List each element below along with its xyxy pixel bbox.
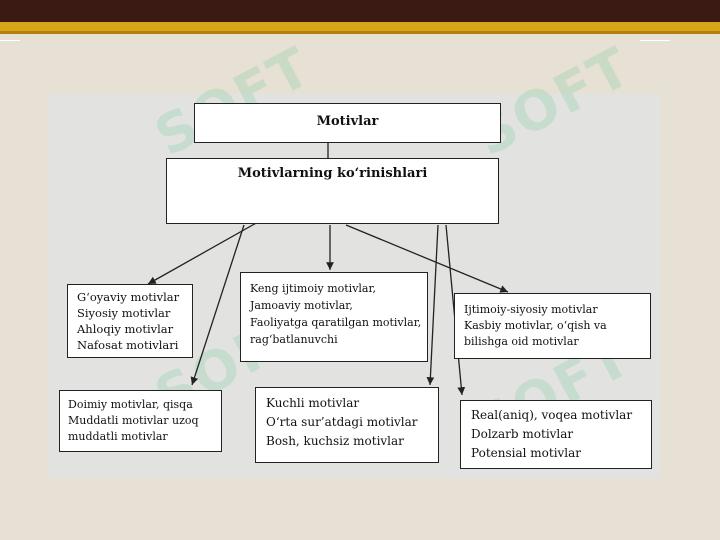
motive-group-strength: Kuchli motivlar O‘rta sur’atdagi motivla… [255, 387, 439, 463]
group-line: Potensial motivlar [471, 446, 582, 460]
motive-group-reality: Real(aniq), voqea motivlar Dolzarb motiv… [460, 400, 652, 469]
motive-group-ideological: G‘oyaviy motivlar Siyosiy motivlar Ahloq… [67, 284, 193, 358]
root-label: Motivlar [316, 114, 379, 129]
group-line: Faoliyatga qaratilgan motivlar, [250, 316, 422, 329]
group-line: Doimiy motivlar, qisqa [68, 398, 193, 411]
connector-to-group-4 [190, 224, 245, 386]
motive-group-duration: Doimiy motivlar, qisqa Muddatli motivlar… [59, 390, 222, 452]
decor-line-right [640, 40, 670, 41]
group-line: Jamoaviy motivlar, [250, 299, 353, 312]
group-line: Kasbiy motivlar, o‘qish va [464, 319, 607, 332]
connector-to-group-3 [345, 224, 509, 293]
slide-accent-stripe [0, 22, 720, 34]
connector-to-group-5 [426, 224, 439, 386]
group-line: Ijtimoiy-siyosiy motivlar [464, 303, 598, 316]
group-line: O‘rta sur’atdagi motivlar [266, 415, 418, 429]
group-line: Muddatli motivlar uzoq [68, 414, 199, 427]
group-line: bilishga oid motivlar [464, 335, 579, 348]
group-line: Ahloqiy motivlar [77, 322, 174, 336]
slide-top-bar [0, 0, 720, 22]
subtitle-node: Motivlarning ko‘rinishlari [166, 158, 499, 224]
group-line: Keng ijtimoiy motivlar, [250, 282, 377, 295]
group-line: Nafosat motivlari [77, 338, 179, 352]
connector-to-group-1 [147, 221, 259, 285]
motive-group-social: Keng ijtimoiy motivlar, Jamoaviy motivla… [240, 272, 428, 362]
group-line: muddatli motivlar [68, 430, 168, 443]
group-line: Real(aniq), voqea motivlar [471, 408, 633, 422]
motive-group-sociopolitical: Ijtimoiy-siyosiy motivlar Kasbiy motivla… [454, 293, 651, 359]
group-line: Bosh, kuchsiz motivlar [266, 434, 404, 448]
group-line: Dolzarb motivlar [471, 427, 574, 441]
group-line: rag‘batlanuvchi [250, 333, 338, 346]
group-line: Kuchli motivlar [266, 396, 360, 410]
group-line: Siyosiy motivlar [77, 306, 171, 320]
subtitle-label: Motivlarning ko‘rinishlari [237, 166, 428, 181]
root-node: Motivlar [194, 103, 501, 143]
decor-line-left [0, 40, 20, 41]
group-line: G‘oyaviy motivlar [77, 290, 180, 304]
